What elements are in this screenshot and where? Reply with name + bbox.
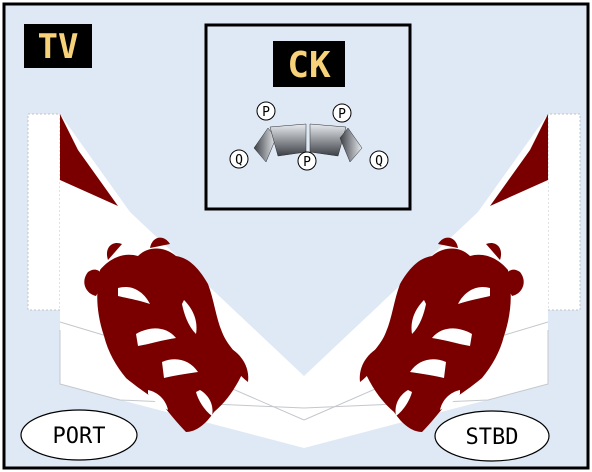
pilot-marker-right: P bbox=[332, 103, 352, 123]
stbd-lion-highlights bbox=[395, 286, 490, 416]
stbd-label: STBD bbox=[434, 410, 550, 462]
stbd-label-text: STBD bbox=[466, 425, 519, 450]
port-tail-fin bbox=[27, 113, 305, 448]
stbd-tail-fin bbox=[303, 113, 581, 448]
stbd-fin-stripe bbox=[490, 114, 548, 206]
seat-inner-right bbox=[309, 123, 347, 157]
svg-text:P: P bbox=[262, 105, 270, 120]
pilot-marker-center: P bbox=[297, 151, 317, 171]
ck-label-bg bbox=[273, 41, 345, 87]
observer-marker-left: Q bbox=[229, 149, 249, 169]
port-label-text: PORT bbox=[53, 424, 106, 449]
tv-label: TV bbox=[24, 24, 92, 68]
svg-text:P: P bbox=[303, 155, 311, 170]
tv-label-bg bbox=[24, 24, 92, 68]
port-lion-highlights bbox=[118, 286, 213, 416]
cockpit-panel: CK P P P Q bbox=[204, 23, 412, 211]
crew-markers: P P P Q Q bbox=[229, 101, 389, 171]
tv-label-text: TV bbox=[38, 27, 79, 67]
port-rudder bbox=[27, 113, 61, 311]
stbd-rudder bbox=[547, 113, 581, 311]
ck-label-text: CK bbox=[287, 45, 331, 86]
observer-marker-right: Q bbox=[369, 150, 389, 170]
svg-text:Q: Q bbox=[375, 154, 383, 169]
seat-outer-right bbox=[339, 127, 363, 163]
svg-text:P: P bbox=[338, 107, 346, 122]
cockpit-seats bbox=[253, 123, 363, 163]
port-label: PORT bbox=[20, 409, 138, 461]
port-fin-stripe bbox=[60, 114, 118, 206]
svg-text:Q: Q bbox=[235, 153, 243, 168]
pilot-marker-left: P bbox=[256, 101, 276, 121]
